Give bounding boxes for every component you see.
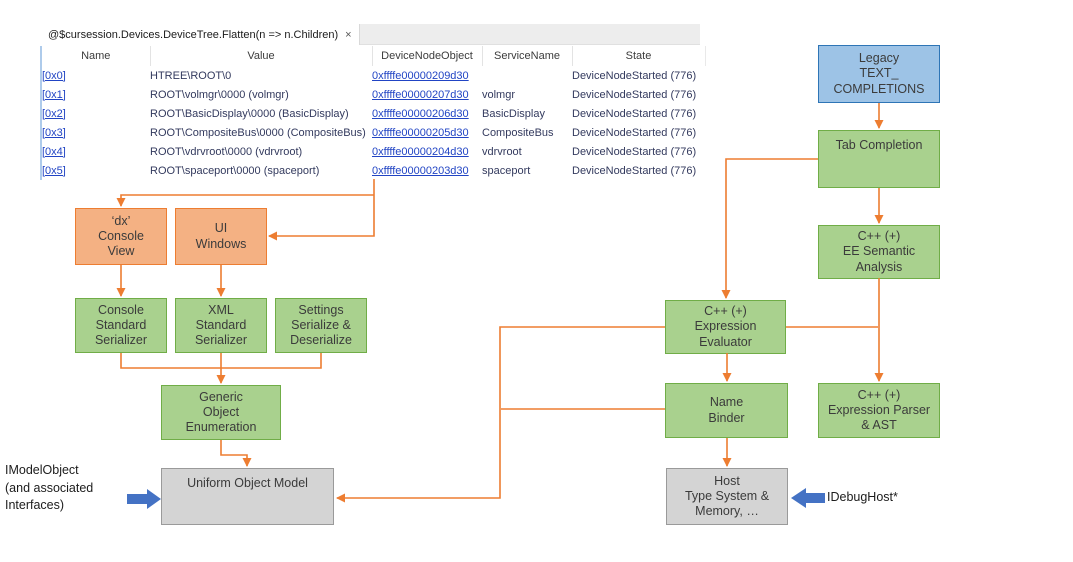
node-settings-serialize-deserialize: Settings Serialize & Deserialize — [275, 298, 367, 353]
node-generic-object-enumeration: Generic Object Enumeration — [161, 385, 281, 440]
cell-value: ROOT\spaceport\0000 (spaceport) — [150, 164, 320, 177]
table-row: [0x0] HTREE\ROOT\0 0xffffe00000209d30 De… — [42, 66, 705, 85]
table-row: [0x2] ROOT\BasicDisplay\0000 (BasicDispl… — [42, 104, 705, 123]
cell-value: HTREE\ROOT\0 — [150, 69, 232, 82]
node-ee-semantic-analysis: C++ (+) EE Semantic Analysis — [818, 225, 940, 279]
device-node-link[interactable]: 0xffffe00000207d30 — [372, 88, 469, 101]
tab-title: @$cursession.Devices.DeviceTree.Flatten(… — [48, 28, 339, 41]
cell-state: DeviceNodeStarted (776) — [572, 145, 697, 158]
cell-object: 0xffffe00000209d30 — [372, 66, 482, 85]
cell-name: [0x5] — [42, 161, 150, 180]
cell-value: ROOT\vdrvroot\0000 (vdrvroot) — [150, 145, 303, 158]
cell-state: DeviceNodeStarted (776) — [572, 126, 697, 139]
cell-name: [0x1] — [42, 85, 150, 104]
cell-object: 0xffffe00000206d30 — [372, 104, 482, 123]
row-name-link[interactable]: [0x1] — [42, 88, 66, 101]
cell-state: DeviceNodeStarted (776) — [572, 107, 697, 120]
column-header-state[interactable]: State — [572, 46, 706, 66]
cell-object: 0xffffe00000203d30 — [372, 161, 482, 180]
row-name-link[interactable]: [0x3] — [42, 126, 66, 139]
column-header-name[interactable]: Name — [42, 46, 151, 66]
cell-value: ROOT\CompositeBus\0000 (CompositeBus) — [150, 126, 366, 139]
idebughost-label: IDebugHost* — [827, 490, 898, 504]
cell-service: vdrvroot — [482, 145, 522, 158]
cell-service: volmgr — [482, 88, 516, 101]
idebughost-fat-arrow-icon — [791, 488, 825, 508]
watch-table: Name Value DeviceNodeObject ServiceName … — [40, 46, 706, 180]
table-row: [0x4] ROOT\vdrvroot\0000 (vdrvroot) 0xff… — [42, 142, 705, 161]
node-console-standard-serializer: Console Standard Serializer — [75, 298, 167, 353]
cell-value: ROOT\BasicDisplay\0000 (BasicDisplay) — [150, 107, 349, 120]
node-host-type-system: Host Type System & Memory, … — [666, 468, 788, 525]
cell-service: CompositeBus — [482, 126, 554, 139]
node-uniform-object-model: Uniform Object Model — [161, 468, 334, 525]
table-row: [0x5] ROOT\spaceport\0000 (spaceport) 0x… — [42, 161, 705, 180]
cell-name: [0x0] — [42, 66, 150, 85]
column-header-value[interactable]: Value — [150, 46, 373, 66]
node-expression-evaluator: C++ (+) Expression Evaluator — [665, 300, 786, 354]
row-name-link[interactable]: [0x0] — [42, 69, 66, 82]
cell-name: [0x2] — [42, 104, 150, 123]
node-tab-completion: Tab Completion — [818, 130, 940, 188]
connector-generic-enum-to-uom — [220, 440, 252, 467]
connector-table-to-dx-console — [116, 194, 374, 207]
row-name-link[interactable]: [0x4] — [42, 145, 66, 158]
cell-object: 0xffffe00000207d30 — [372, 85, 482, 104]
cell-object: 0xffffe00000205d30 — [372, 123, 482, 142]
table-row: [0x1] ROOT\volmgr\0000 (volmgr) 0xffffe0… — [42, 85, 705, 104]
device-node-link[interactable]: 0xffffe00000205d30 — [372, 126, 469, 139]
node-xml-standard-serializer: XML Standard Serializer — [175, 298, 267, 353]
connector-tab-completion-to-expression-evaluator — [721, 158, 818, 299]
device-node-link[interactable]: 0xffffe00000209d30 — [372, 69, 469, 82]
close-icon[interactable]: × — [345, 28, 352, 41]
cell-value: ROOT\volmgr\0000 (volmgr) — [150, 88, 289, 101]
device-node-link[interactable]: 0xffffe00000204d30 — [372, 145, 469, 158]
row-name-link[interactable]: [0x5] — [42, 164, 66, 177]
node-expression-parser-ast: C++ (+) Expression Parser & AST — [818, 383, 940, 438]
cell-service: spaceport — [482, 164, 531, 177]
column-header-servicename[interactable]: ServiceName — [482, 46, 573, 66]
device-tree-table: Name Value DeviceNodeObject ServiceName … — [42, 46, 706, 180]
imodelobject-label: IModelObject (and associated Interfaces) — [5, 463, 94, 512]
cell-name: [0x3] — [42, 123, 150, 142]
device-node-link[interactable]: 0xffffe00000203d30 — [372, 164, 469, 177]
cell-service — [482, 66, 572, 85]
cell-state: DeviceNodeStarted (776) — [572, 69, 697, 82]
node-dx-console-view: ‘dx’ Console View — [75, 208, 167, 265]
table-row: [0x3] ROOT\CompositeBus\0000 (CompositeB… — [42, 123, 705, 142]
cell-name: [0x4] — [42, 142, 150, 161]
row-name-link[interactable]: [0x2] — [42, 107, 66, 120]
tab-device-tree[interactable]: @$cursession.Devices.DeviceTree.Flatten(… — [40, 24, 360, 45]
tab-strip: @$cursession.Devices.DeviceTree.Flatten(… — [40, 24, 700, 45]
connector-evaluator-to-uom — [336, 326, 665, 503]
column-header-devicenodeobject[interactable]: DeviceNodeObject — [372, 46, 483, 66]
cell-service: BasicDisplay — [482, 107, 545, 120]
cell-object: 0xffffe00000204d30 — [372, 142, 482, 161]
device-node-link[interactable]: 0xffffe00000206d30 — [372, 107, 469, 120]
connector-table-to-ui-windows — [268, 179, 375, 241]
node-name-binder: Name Binder — [665, 383, 788, 438]
connector-serializers-join — [120, 353, 322, 369]
node-legacy-text-completions: Legacy TEXT_ COMPLETIONS — [818, 45, 940, 103]
table-header-row: Name Value DeviceNodeObject ServiceName … — [42, 46, 706, 66]
imodelobject-fat-arrow-icon — [127, 489, 161, 509]
node-ui-windows: UI Windows — [175, 208, 267, 265]
cell-state: DeviceNodeStarted (776) — [572, 164, 697, 177]
cell-state: DeviceNodeStarted (776) — [572, 88, 697, 101]
